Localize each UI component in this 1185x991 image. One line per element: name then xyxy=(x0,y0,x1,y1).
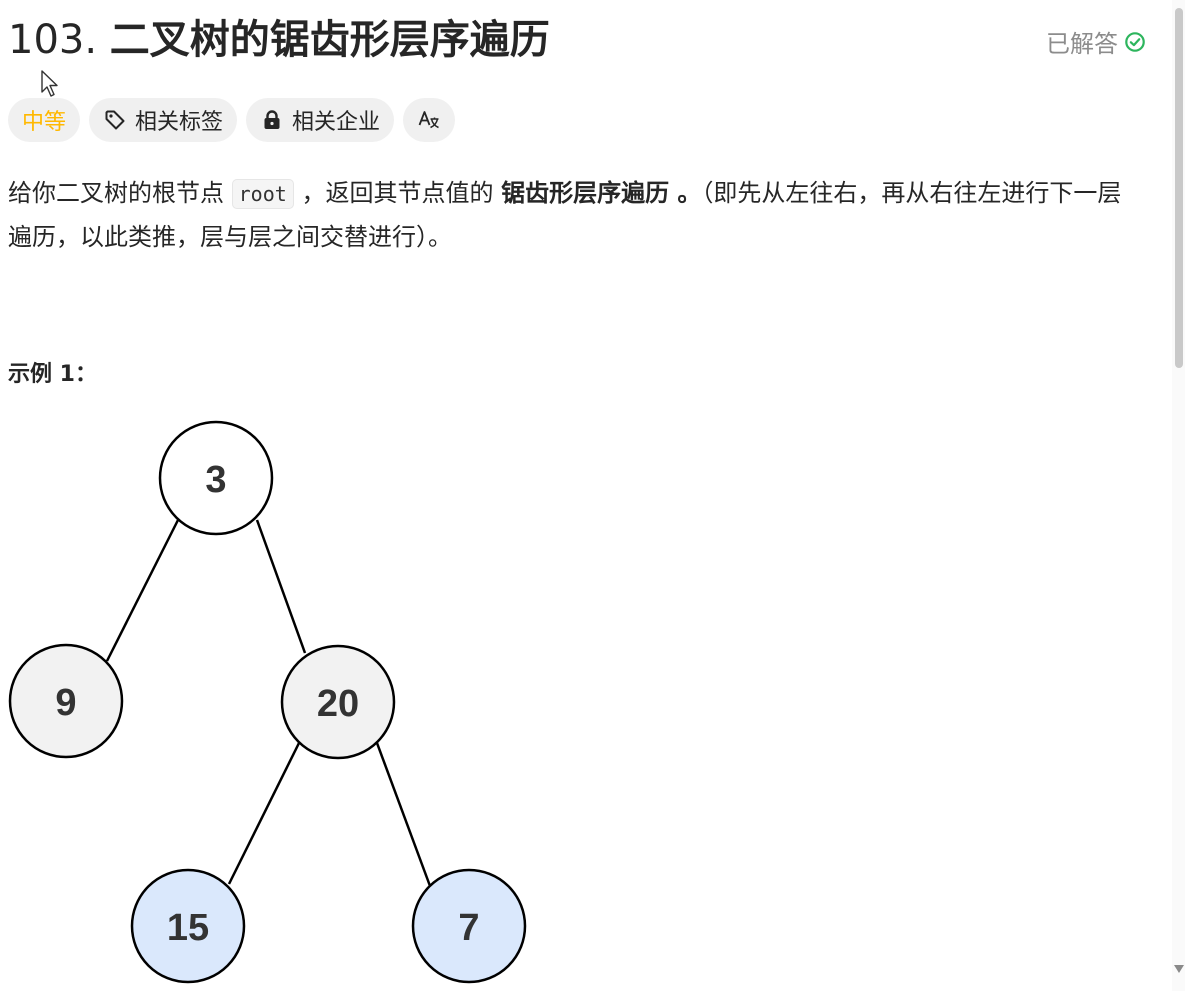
edge-right-rightleft xyxy=(227,742,301,885)
difficulty-label: 中等 xyxy=(22,110,67,135)
edge-root-left xyxy=(105,519,180,662)
lock-icon xyxy=(264,110,280,129)
tree-node-right-right-circle xyxy=(411,868,527,984)
solved-label: 已解答 xyxy=(1046,30,1118,58)
related-companies-button[interactable]: 相关企业 xyxy=(246,98,395,142)
problem-description: 给你二叉树的根节点 root ，返回其节点值的 锯齿形层序遍历 。（即先从左往右… xyxy=(8,172,1138,259)
tree-node-root-label: 3 xyxy=(205,459,226,501)
description-text-middle: ，返回其节点值的 xyxy=(293,179,502,207)
related-tags-button[interactable]: 相关标签 xyxy=(89,98,238,142)
tree-node-left: 9 xyxy=(8,643,124,759)
tree-node-left-circle xyxy=(8,643,124,759)
scroll-down-arrow-icon[interactable] xyxy=(1174,965,1184,973)
tag-bar: 中等 相关标签 相关企业 xyxy=(8,98,456,142)
tree-node-right-left: 15 xyxy=(130,868,246,984)
solved-status: 已解答 xyxy=(1046,24,1146,59)
tree-node-right-label: 20 xyxy=(317,683,359,725)
problem-name: 二叉树的锯齿形层序遍历 xyxy=(109,17,550,63)
problem-number: 103. xyxy=(8,17,98,63)
description-bold: 锯齿形层序遍历 。 xyxy=(501,179,702,207)
translate-button[interactable] xyxy=(403,98,456,142)
related-tags-label: 相关标签 xyxy=(135,110,224,135)
inline-code-root: root xyxy=(231,179,294,209)
title-row: 103. 二叉树的锯齿形层序遍历 已解答 xyxy=(8,12,1158,72)
check-circle-icon xyxy=(1125,31,1145,52)
translate-icon xyxy=(418,111,439,129)
tree-node-right: 20 xyxy=(280,644,396,760)
description-text-end: （即先从左往右，再从右往左进行下一层遍历，以此类推，层与层之间交替进行）。 xyxy=(8,179,1122,251)
tree-node-right-left-label: 15 xyxy=(167,907,209,949)
tree-node-right-right-label: 7 xyxy=(458,907,479,949)
difficulty-badge[interactable]: 中等 xyxy=(8,98,81,142)
problem-title[interactable]: 103. 二叉树的锯齿形层序遍历 xyxy=(8,12,550,68)
tree-node-right-circle xyxy=(280,644,396,760)
mouse-cursor-icon xyxy=(41,70,58,97)
tree-node-right-right: 7 xyxy=(411,868,527,984)
description-text-start: 给你二叉树的根节点 xyxy=(8,179,232,207)
tree-node-left-label: 9 xyxy=(55,682,76,724)
scrollbar-thumb[interactable] xyxy=(1175,8,1183,368)
binary-tree-diagram: 3 9 20 15 7 xyxy=(8,420,527,984)
tag-icon xyxy=(105,110,125,130)
vertical-scrollbar[interactable] xyxy=(1172,0,1185,991)
tree-node-root-circle xyxy=(158,420,274,536)
tree-node-root: 3 xyxy=(158,420,274,536)
edge-right-rightright xyxy=(375,742,432,887)
example-title: 示例 1： xyxy=(8,362,97,387)
related-companies-label: 相关企业 xyxy=(292,110,381,135)
edge-root-right xyxy=(255,519,307,654)
tree-node-right-left-circle xyxy=(130,868,246,984)
